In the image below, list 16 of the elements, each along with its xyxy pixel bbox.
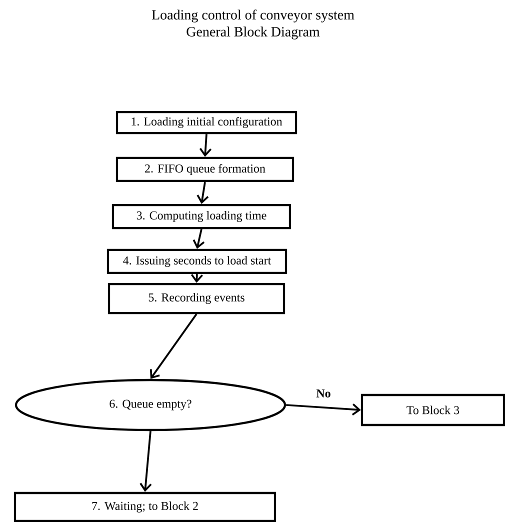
edge-label: No (316, 389, 330, 398)
arrow (286, 403, 361, 416)
process-box: 4. Issuing seconds to load start (106, 248, 288, 274)
arrow (192, 228, 205, 249)
process-box: 7. Waiting; to Block 2 (14, 492, 276, 522)
arrow (196, 182, 209, 204)
arrow (199, 134, 212, 157)
process-box: 1. Loading initial configuration (116, 110, 298, 134)
process-box: 5. Recording events (108, 282, 286, 314)
process-box: 2. FIFO queue formation (116, 156, 294, 182)
arrow (150, 314, 198, 379)
process-box: To Block 3 (360, 394, 505, 426)
process-box: 3. Computing loading time (112, 204, 292, 230)
subtitle: General Block Diagram (186, 26, 320, 40)
arrow (140, 430, 152, 492)
title: Loading control of conveyor system (152, 10, 354, 22)
